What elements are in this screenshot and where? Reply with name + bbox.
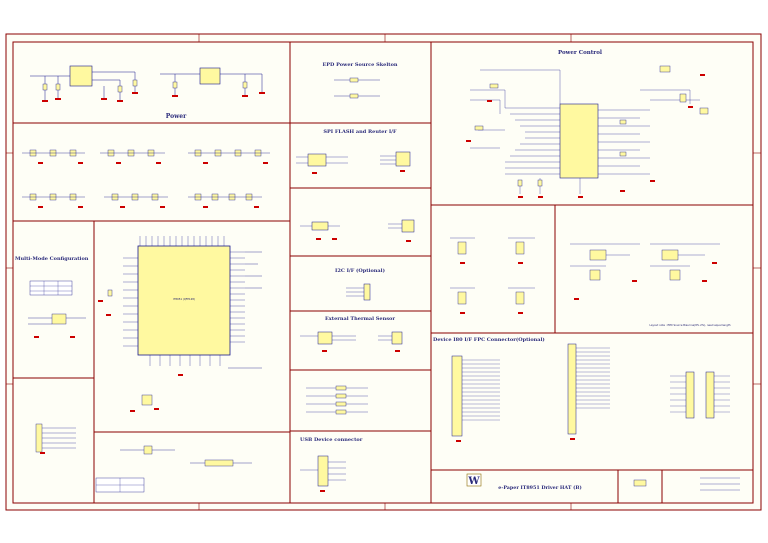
section-title-multi-mode: Multi-Mode Configuration <box>15 256 89 262</box>
spi-flash <box>296 151 411 174</box>
section-title-spi-flash: SPI FLASH and Reuter I/F <box>323 129 397 135</box>
section-dividers <box>13 42 753 503</box>
section-title-fpc: Device I80 I/F FPC Connector(Optional) <box>433 336 545 343</box>
usb-connector <box>300 455 346 492</box>
power-regulators <box>30 65 265 102</box>
section-title-power: Power <box>166 113 187 120</box>
section-title-i2c: I2C I/F (Optional) <box>335 267 385 274</box>
layout-note: Layout note : EPD Source Bias line(8% 2%… <box>649 323 730 327</box>
boot-config <box>300 219 415 242</box>
mcu-label: IT8951 (QFP128) <box>173 297 195 301</box>
source-bias-circuit: Layout note : EPD Source Bias line(8% 2%… <box>450 237 731 327</box>
inner-frame <box>12 41 754 504</box>
fpc-connectors <box>451 343 730 442</box>
section-title-epd-power: EPD Power Source Skelton <box>322 62 397 68</box>
power-control-pmic <box>466 65 709 198</box>
button-array <box>306 385 368 415</box>
left-connector <box>35 423 76 454</box>
zone-ticks <box>6 34 761 510</box>
board-title: e-Paper IT8951 Driver HAT (B) <box>498 484 581 491</box>
title-block: W e-Paper IT8951 Driver HAT (B) <box>466 473 740 491</box>
i2c-header <box>346 283 371 301</box>
power-switch-rows <box>22 149 270 208</box>
logo-mark: W <box>467 476 480 487</box>
multi-mode-config <box>28 280 86 338</box>
section-title-thermal: External Thermal Sensor <box>325 316 395 322</box>
epd-power-source <box>334 77 380 99</box>
section-title-power-control: Power Control <box>558 50 602 56</box>
section-title-usb: USB Device connector <box>300 437 363 443</box>
bottom-middle-circuit <box>95 445 252 493</box>
thermal-sensor <box>300 331 403 352</box>
it8951-mcu: IT8951 (QFP128) <box>98 236 262 412</box>
